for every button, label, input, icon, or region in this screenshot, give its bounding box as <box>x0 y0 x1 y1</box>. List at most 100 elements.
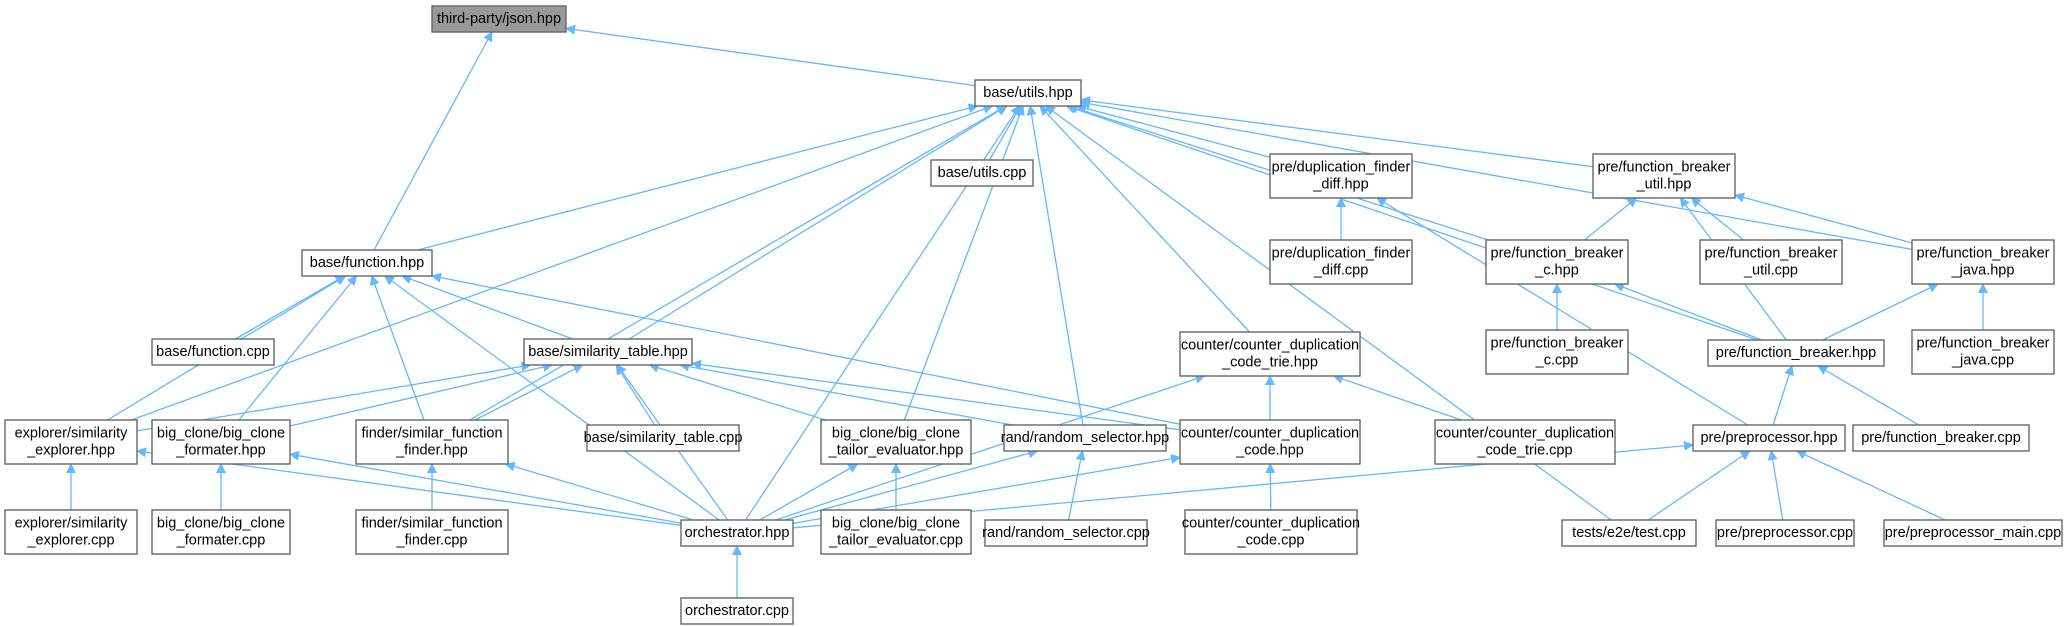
node-orchestrator_cpp[interactable]: orchestrator.cpp <box>680 597 794 625</box>
node-fb_util[interactable]: pre/function_breaker_util.hpp <box>1592 153 1736 199</box>
edge-fb_cpp-to-fb <box>1817 365 1920 426</box>
node-e2e[interactable]: tests/e2e/test.cpp <box>1561 519 1697 547</box>
node-box <box>984 519 1148 547</box>
node-fb_cpp[interactable]: pre/function_breaker.cpp <box>1852 424 2030 452</box>
edge-function_cpp-to-function <box>235 275 346 340</box>
node-label: _formater.hpp <box>175 443 265 459</box>
node-label: pre/function_breaker <box>1491 246 1624 262</box>
edge-ccd-to-sim_table <box>691 359 1181 431</box>
node-box <box>1269 153 1413 199</box>
node-pre_cpp[interactable]: pre/preprocessor.cpp <box>1715 519 1855 547</box>
node-label: big_clone/big_clone <box>157 516 285 532</box>
node-sim_table_cpp[interactable]: base/similarity_table.cpp <box>584 424 743 452</box>
node-fb_util_cpp[interactable]: pre/function_breaker_util.cpp <box>1699 239 1843 285</box>
node-box <box>1715 519 1855 547</box>
node-label: _java.cpp <box>1951 353 2014 369</box>
node-label: _explorer.cpp <box>26 533 114 549</box>
edge-orchestrator-to-finder <box>504 461 694 521</box>
node-label: pre/preprocessor.cpp <box>1717 525 1853 541</box>
node-label: _c.cpp <box>1535 353 1579 369</box>
node-box <box>1434 419 1616 465</box>
node-finder[interactable]: finder/similar_function_finder.hpp <box>355 419 509 465</box>
node-orchestrator[interactable]: orchestrator.hpp <box>680 519 794 547</box>
node-label: _code.cpp <box>1237 533 1305 549</box>
node-box <box>1883 519 2063 547</box>
node-fb[interactable]: pre/function_breaker.hpp <box>1707 339 1885 367</box>
edge-fb_util_cpp-to-fb_util <box>1690 197 1745 241</box>
node-bc_tailor[interactable]: big_clone/big_clone_tailor_evaluator.hpp <box>820 419 972 465</box>
node-json[interactable]: third-party/json.hpp <box>431 5 567 33</box>
edge-fb_util-to-utils <box>1080 96 1594 168</box>
edge-rand_sel-to-utils <box>1026 105 1084 426</box>
node-box <box>523 338 693 366</box>
node-box <box>301 249 433 277</box>
edge-fb-to-utils <box>1065 104 1758 341</box>
node-bc_formater[interactable]: big_clone/big_clone_formater.hpp <box>151 419 291 465</box>
node-label: pre/function_breaker <box>1917 246 2050 262</box>
node-ccd_cpp[interactable]: counter/counter_duplication_code.cpp <box>1182 509 1360 555</box>
node-fb_c[interactable]: pre/function_breaker_c.hpp <box>1485 239 1629 285</box>
node-label: base/similarity_table.hpp <box>528 344 688 360</box>
node-label: _diff.cpp <box>1313 263 1369 279</box>
node-explorer_cpp[interactable]: explorer/similarity_explorer.cpp <box>4 509 138 555</box>
node-dup_diff[interactable]: pre/duplication_finder_diff.hpp <box>1269 153 1413 199</box>
node-label: pre/preprocessor.hpp <box>1700 430 1837 446</box>
edge-bc_formater-to-sim_table <box>289 362 554 427</box>
node-label: _explorer.hpp <box>26 443 115 459</box>
node-fb_java_cpp[interactable]: pre/function_breaker_java.cpp <box>1911 329 2055 375</box>
node-pre_main_cpp[interactable]: pre/preprocessor_main.cpp <box>1883 519 2063 547</box>
edge-pre_cpp-to-pre <box>1767 450 1784 521</box>
nodes-layer: third-party/json.hpp base/utils.hpp base/u… <box>4 5 2063 625</box>
node-box <box>680 519 794 547</box>
node-box <box>4 509 138 555</box>
node-fb_c_cpp[interactable]: pre/function_breaker_c.cpp <box>1485 329 1629 375</box>
node-box <box>1592 153 1736 199</box>
edge-orchestrator-to-function <box>383 275 720 521</box>
edge-ccd_cpp-to-ccd <box>1265 463 1276 511</box>
node-label: big_clone/big_clone <box>832 516 960 532</box>
node-explorer[interactable]: explorer/similarity_explorer.hpp <box>4 419 138 465</box>
edge-fb_java-to-fb_util <box>1734 192 1913 244</box>
node-utils_cpp[interactable]: base/utils.cpp <box>930 159 1034 187</box>
node-rand_sel[interactable]: rand/random_selector.hpp <box>1001 424 1169 452</box>
edge-orchestrator-to-bc_formater <box>289 450 682 524</box>
node-label: _util.hpp <box>1636 177 1692 193</box>
node-function[interactable]: base/function.hpp <box>301 249 433 277</box>
edge-bc_tailor-to-utils <box>903 105 1025 421</box>
node-label: base/function.hpp <box>310 255 424 271</box>
edge-orchestrator-to-ccd_trie <box>775 374 1206 521</box>
node-label: counter/counter_duplication <box>1182 516 1360 532</box>
node-dup_diff_cpp[interactable]: pre/duplication_finder_diff.cpp <box>1269 239 1413 285</box>
edge-fb_java-to-utils <box>1080 99 1913 251</box>
node-ccd_trie_cpp[interactable]: counter/counter_duplication_code_trie.cp… <box>1434 419 1616 465</box>
node-rand_sel_cpp[interactable]: rand/random_selector.cpp <box>982 519 1150 547</box>
node-ccd_trie[interactable]: counter/counter_duplication_code_trie.hp… <box>1179 331 1361 377</box>
edge-e2e-to-pre <box>1647 450 1751 521</box>
node-utils[interactable]: base/utils.hpp <box>974 79 1082 107</box>
node-box <box>1485 239 1629 285</box>
node-bc_formater_cpp[interactable]: big_clone/big_clone_formater.cpp <box>151 509 291 555</box>
edge-ccd-to-function <box>431 272 1181 425</box>
node-function_cpp[interactable]: base/function.cpp <box>151 338 275 366</box>
node-label: tests/e2e/test.cpp <box>1572 525 1686 541</box>
node-bc_tailor_cpp[interactable]: big_clone/big_clone_tailor_evaluator.cpp <box>820 509 972 555</box>
node-pre[interactable]: pre/preprocessor.hpp <box>1692 424 1846 452</box>
node-box <box>151 509 291 555</box>
node-label: finder/similar_function <box>361 516 502 532</box>
node-sim_table[interactable]: base/similarity_table.hpp <box>523 338 693 366</box>
node-ccd[interactable]: counter/counter_duplication_code.hpp <box>1179 419 1361 465</box>
node-label: orchestrator.cpp <box>685 603 789 619</box>
node-label: _finder.hpp <box>395 443 468 459</box>
node-label: base/utils.cpp <box>938 165 1027 181</box>
node-fb_java[interactable]: pre/function_breaker_java.hpp <box>1911 239 2055 285</box>
node-label: pre/function_breaker <box>1598 160 1731 176</box>
node-finder_cpp[interactable]: finder/similar_function_finder.cpp <box>355 509 509 555</box>
node-box <box>1911 239 2055 285</box>
node-label: base/function.cpp <box>156 344 270 360</box>
node-box <box>1699 239 1843 285</box>
node-box <box>680 597 794 625</box>
edge-finder-to-function <box>370 275 425 421</box>
node-box <box>974 79 1082 107</box>
edge-ccd_trie-to-utils <box>1039 105 1251 333</box>
edge-orchestrator-to-bc_tailor <box>759 463 859 521</box>
